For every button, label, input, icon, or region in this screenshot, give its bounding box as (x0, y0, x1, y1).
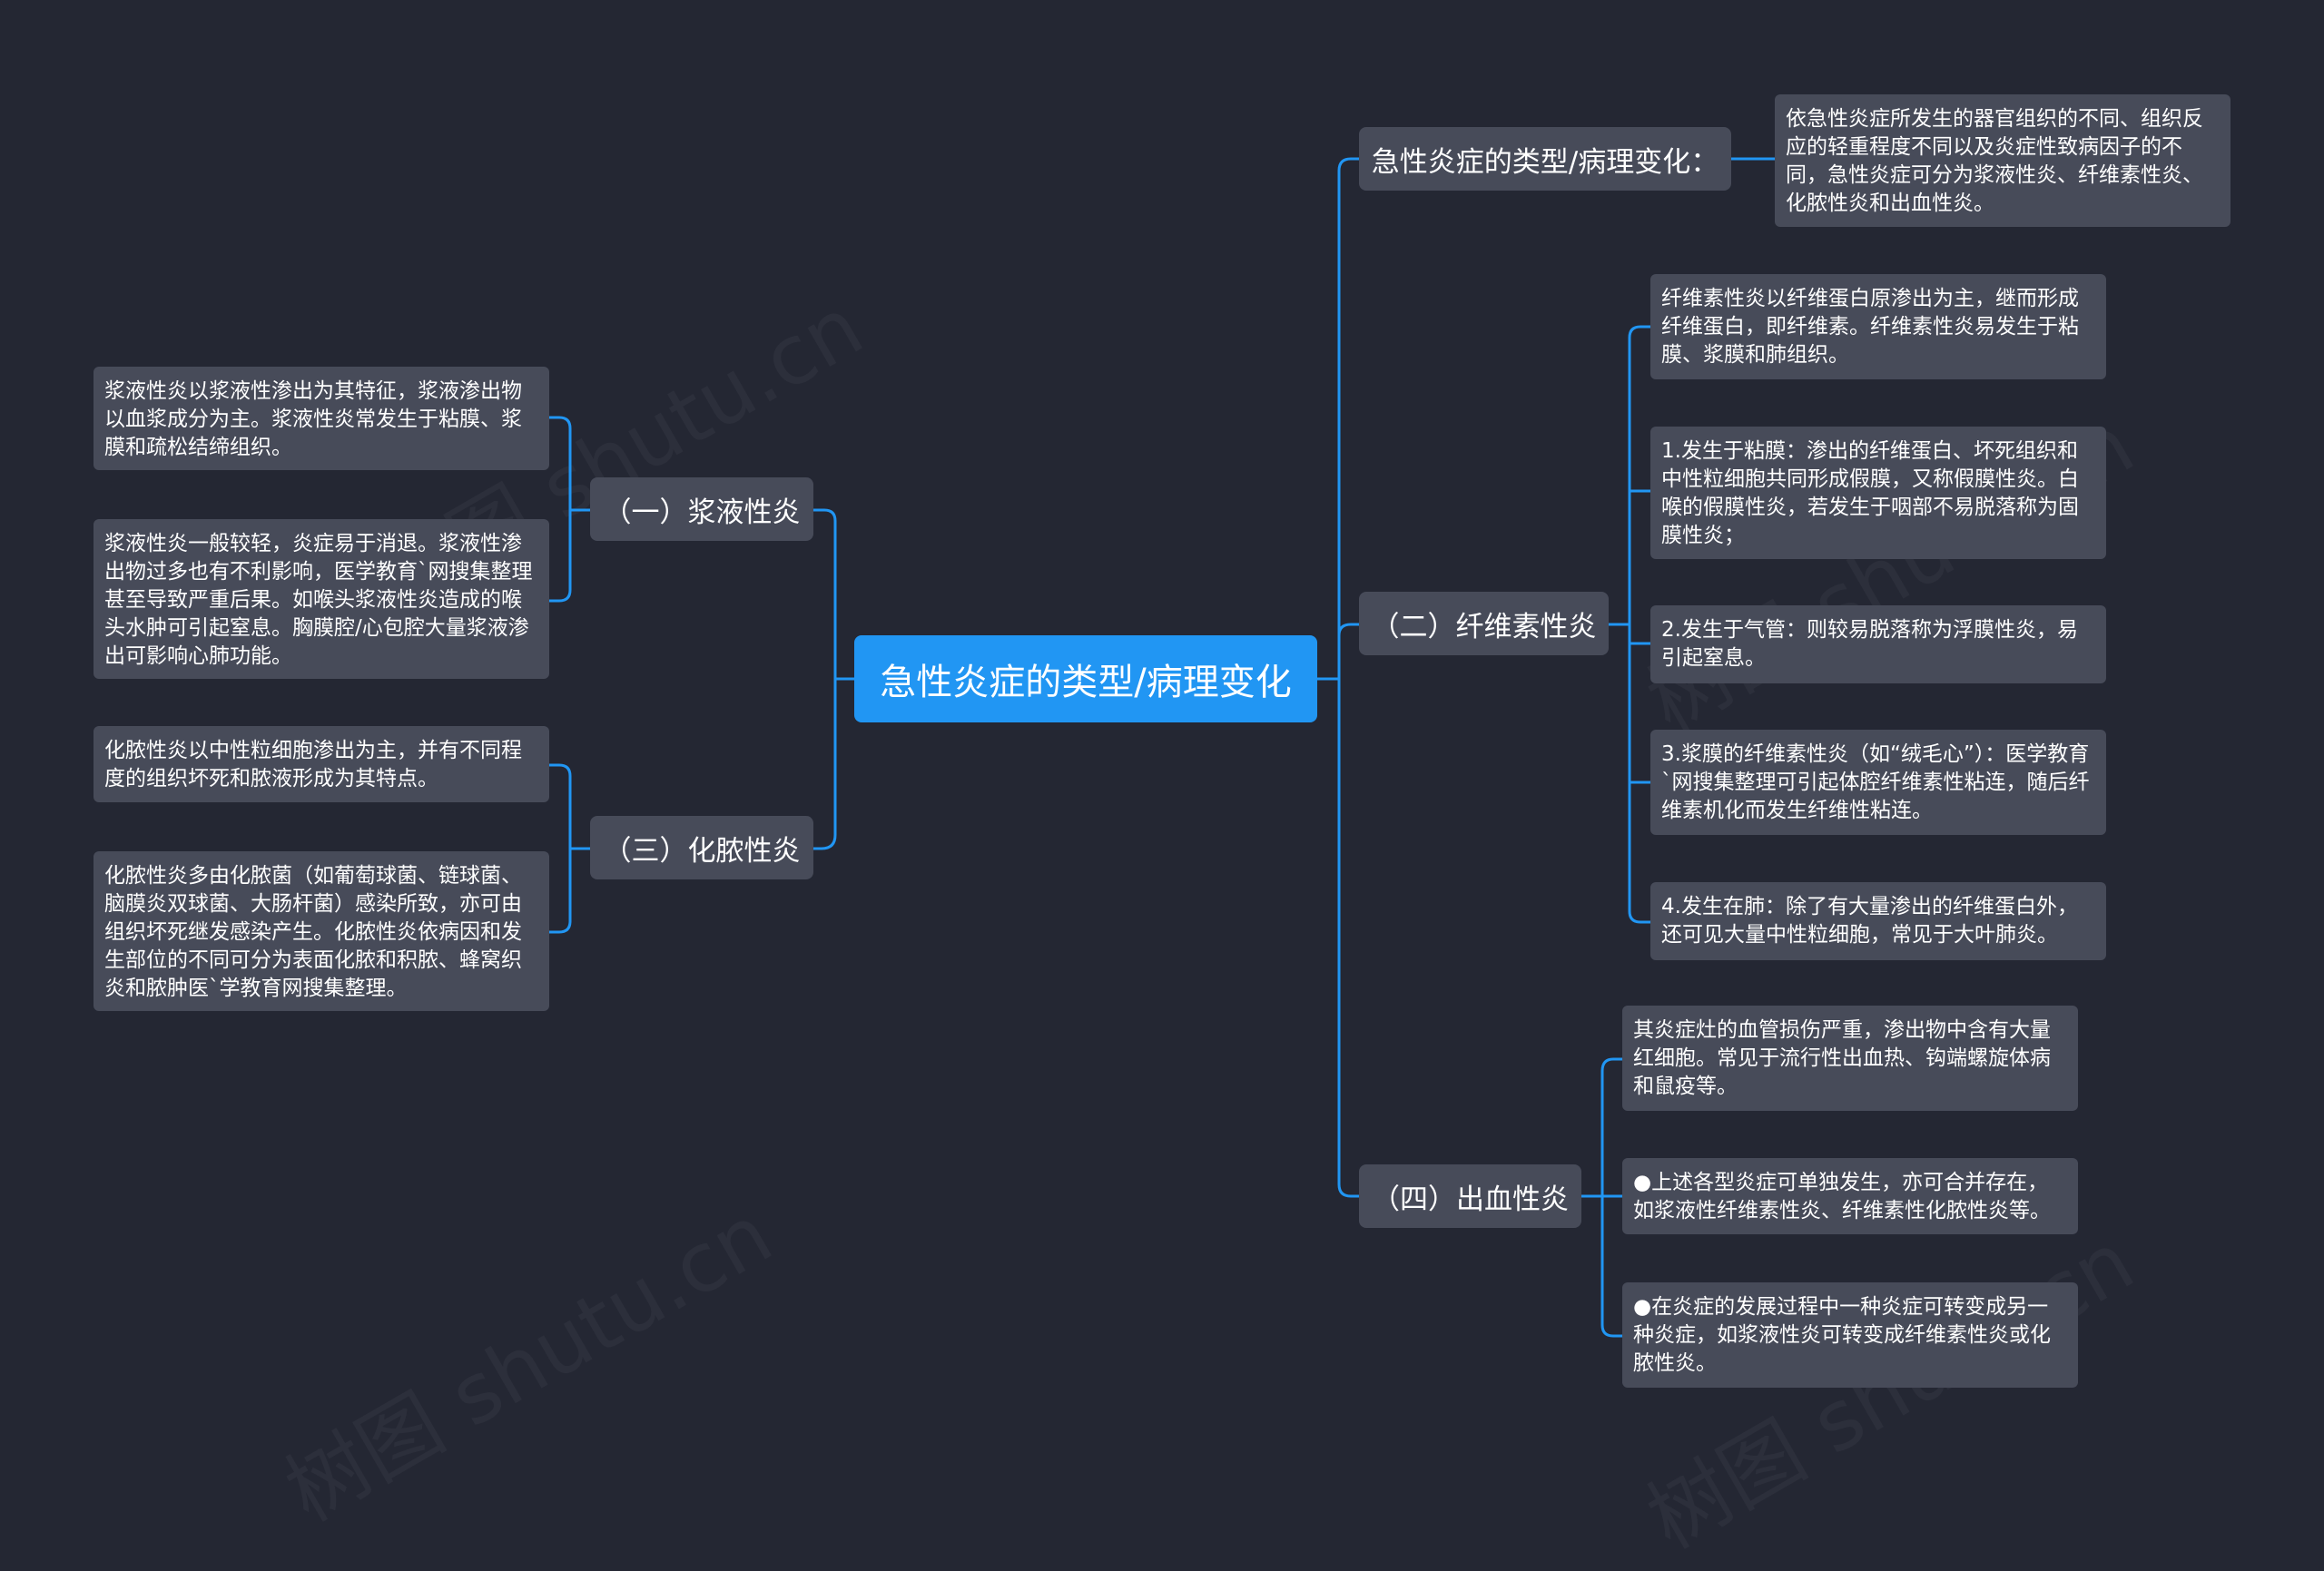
connector (549, 589, 572, 603)
leaf-fibrinous-4[interactable]: 3.浆膜的纤维素性炎（如“绒毛心”）：医学教育`网搜集整理可引起体腔纤维素性粘连… (1650, 730, 2106, 835)
mind-map-canvas: 树图 shutu.cn 树图 shutu.cn 树图 shutu.cn 树图 s… (94, 94, 2230, 1388)
leaf-serous-2[interactable]: 浆液性炎一般较轻，炎症易于消退。浆液性渗出物过多也有不利影响，医学教育`网搜集整… (94, 519, 549, 679)
connector (1628, 910, 1650, 924)
leaf-fibrinous-5[interactable]: 4.发生在肺：除了有大量渗出的纤维蛋白外，还可见大量中性粒细胞，常见于大叶肺炎。 (1650, 882, 2106, 960)
connector (1337, 157, 1359, 172)
connector (1337, 1183, 1359, 1198)
connector (812, 508, 837, 522)
connector (1628, 325, 1650, 339)
leaf-fibrinous-3[interactable]: 2.发生于气管：则较易脱落称为浮膜性炎，易引起窒息。 (1650, 605, 2106, 683)
connector-lines (549, 157, 1775, 1338)
connector (812, 834, 837, 850)
branch-serous[interactable]: （一）浆液性炎 (590, 477, 813, 541)
branch-fibrinous[interactable]: （二）纤维素性炎 (1359, 592, 1609, 655)
branch-suppurative[interactable]: （三）化脓性炎 (590, 816, 813, 879)
leaf-hemorrhagic-1[interactable]: 其炎症灶的血管损伤严重，渗出物中含有大量红细胞。常见于流行性出血热、钩端螺旋体病… (1622, 1006, 2078, 1111)
branch-intro[interactable]: 急性炎症的类型/病理变化： (1359, 127, 1731, 191)
connector (1337, 623, 1359, 636)
leaf-serous-1[interactable]: 浆液性炎以浆液性渗出为其特征，浆液渗出物以血浆成分为主。浆液性炎常发生于粘膜、浆… (94, 367, 549, 470)
leaf-suppurative-1[interactable]: 化脓性炎以中性粒细胞渗出为主，并有不同程度的组织坏死和脓液形成为其特点。 (94, 726, 549, 802)
connector (549, 763, 572, 777)
leaf-intro-1[interactable]: 依急性炎症所发生的器官组织的不同、组织反应的轻重程度不同以及炎症性致病因子的不同… (1775, 94, 2230, 227)
connector (1600, 1057, 1622, 1072)
leaf-hemorrhagic-2[interactable]: ●上述各型炎症可单独发生，亦可合并存在，如浆液性纤维素性炎、纤维素性化脓性炎等。 (1622, 1158, 2078, 1234)
leaf-suppurative-2[interactable]: 化脓性炎多由化脓菌（如葡萄球菌、链球菌、脑膜炎双球菌、大肠杆菌）感染所致，亦可由… (94, 851, 549, 1011)
connector (1600, 1324, 1622, 1338)
leaf-fibrinous-2[interactable]: 1.发生于粘膜：渗出的纤维蛋白、坏死组织和中性粒细胞共同形成假膜，又称假膜性炎。… (1650, 427, 2106, 559)
leaf-hemorrhagic-3[interactable]: ●在炎症的发展过程中一种炎症可转变成另一种炎症，如浆液性炎可转变成纤维素性炎或化… (1622, 1282, 2078, 1388)
leaf-fibrinous-1[interactable]: 纤维素性炎以纤维蛋白原渗出为主，继而形成纤维蛋白，即纤维素。纤维素性炎易发生于粘… (1650, 274, 2106, 379)
connector (549, 416, 572, 429)
branch-hemorrhagic[interactable]: （四）出血性炎 (1359, 1164, 1581, 1228)
connector (549, 920, 572, 934)
root-node[interactable]: 急性炎症的类型/病理变化 (854, 635, 1317, 722)
